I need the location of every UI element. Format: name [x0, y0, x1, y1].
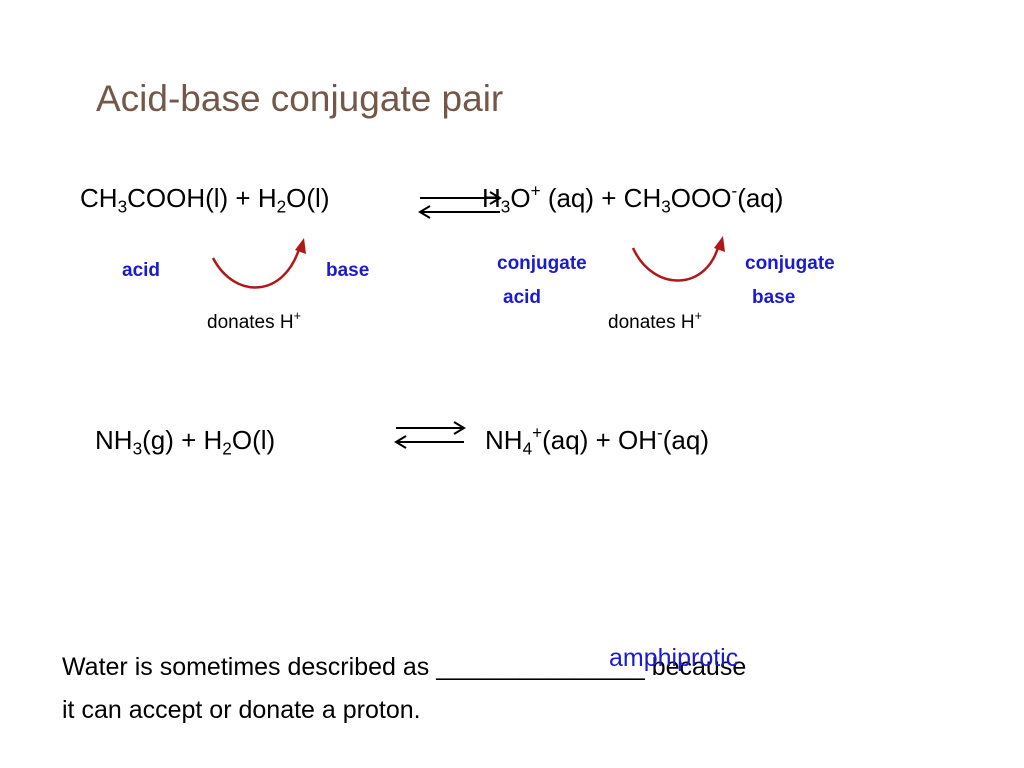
equation2-reactants: NH3(g) + H2O(l): [95, 425, 276, 459]
proton-transfer-arrow-left: [211, 238, 306, 289]
equation1-reactants: CH3COOH(l) + H2O(l): [80, 183, 330, 217]
base-label: base: [326, 260, 370, 281]
equation1-products: H3O+ (aq) + CH3OOO-(aq): [482, 180, 784, 217]
equilibrium-arrows-2: [394, 421, 466, 449]
proton-transfer-arrow-right: [631, 236, 725, 282]
conjugate-base-label-1: conjugate: [745, 253, 835, 274]
statement-line-2: it can accept or donate a proton.: [62, 696, 421, 724]
answer-blank: _______________: [436, 653, 645, 681]
equation2-products: NH4+(aq) + OH-(aq): [485, 422, 709, 459]
equilibrium-arrows-1: [418, 191, 502, 219]
donates-h-right: donates H+: [608, 309, 702, 333]
conjugate-acid-label-1: conjugate: [497, 253, 587, 274]
donates-h-left: donates H+: [207, 309, 301, 333]
conjugate-base-label-2: base: [752, 287, 796, 308]
acid-label: acid: [122, 260, 161, 281]
slide-title: Acid-base conjugate pair: [96, 78, 504, 119]
conjugate-acid-label-2: acid: [503, 287, 542, 308]
statement-line-1: Water is sometimes described as ________…: [62, 653, 747, 681]
answer-text: amphiprotic: [609, 644, 739, 672]
